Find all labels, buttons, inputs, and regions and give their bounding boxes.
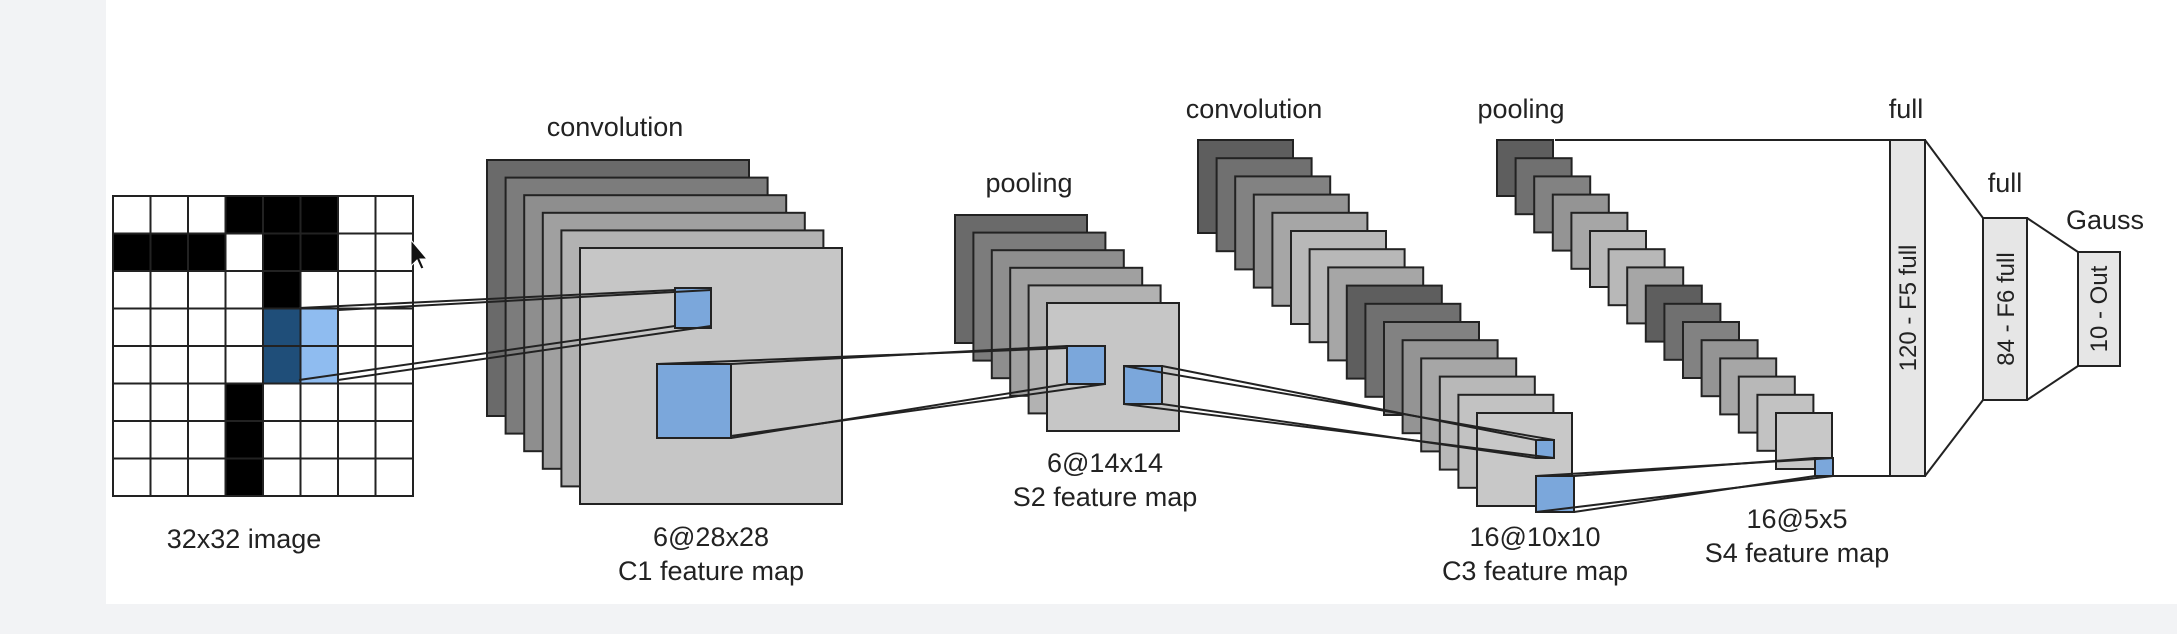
input-grid-cell [337,270,377,310]
input-grid-cell [112,307,152,347]
input-grid-cell [299,232,339,272]
c3-feature-map-stack [1197,139,1573,507]
s4-feature-map-stack [1496,139,1833,470]
s4-caption-size: 16@5x5 [1747,504,1848,534]
f5-layer [1889,139,1926,477]
f6-layer [1982,217,2028,401]
full2-label: full [1988,168,2023,198]
input-grid-cell [187,270,227,310]
input-grid-cell [262,457,302,497]
input-grid-cell [337,420,377,460]
input-grid-cell [187,232,227,272]
input-grid-cell [187,420,227,460]
gauss-label: Gauss [2066,205,2144,235]
c1-caption-size: 6@28x28 [653,522,769,552]
input-grid-cell [374,420,414,460]
input-image-grid [112,195,414,497]
input-grid-cell [374,195,414,235]
input-grid-cell [224,420,264,460]
input-grid-cell [224,457,264,497]
input-grid-cell [374,307,414,347]
mouse-cursor-icon [410,238,429,270]
c3-pool-region [1535,475,1575,513]
full1-label: full [1889,94,1924,124]
c1-caption-name: C1 feature map [618,556,804,586]
input-grid-cell [262,382,302,422]
input-grid-cell [262,307,302,347]
input-grid-cell [149,457,189,497]
input-grid-cell [299,270,339,310]
input-grid-cell [112,457,152,497]
f5-label: 120 - F5 full [1895,245,1922,372]
input-grid-cell [149,307,189,347]
input-grid-cell [112,195,152,235]
input-grid-cell [262,345,302,385]
c3-caption-name: C3 feature map [1442,556,1628,586]
input-grid-cell [187,457,227,497]
input-grid-cell [374,382,414,422]
input-grid-cell [112,382,152,422]
s4-pooled-cell [1814,457,1834,477]
input-grid-cell [299,382,339,422]
conv1-label: convolution [547,112,684,142]
input-grid-cell [149,382,189,422]
input-grid-cell [299,307,339,347]
input-grid-cell [374,457,414,497]
input-grid-cell [337,195,377,235]
input-grid-cell [262,420,302,460]
pool1-label: pooling [985,168,1072,198]
f6-label: 84 - F6 full [1993,252,2020,365]
input-grid-cell [224,307,264,347]
out-label: 10 - Out [2086,265,2113,352]
conv2-label: convolution [1186,94,1323,124]
input-grid-cell [299,420,339,460]
input-grid-cell [149,270,189,310]
c1-receptive-patch [674,287,712,329]
s2-pooled-cell [1066,345,1106,385]
input-grid-cell [149,345,189,385]
input-grid-cell [299,195,339,235]
input-grid-cell [337,307,377,347]
input-grid-cell [149,232,189,272]
input-grid-cell [262,232,302,272]
input-grid-cell [224,232,264,272]
input-grid-cell [299,457,339,497]
input-grid-cell [337,457,377,497]
s2-caption-size: 6@14x14 [1047,448,1163,478]
pool2-label: pooling [1477,94,1564,124]
input-grid-cell [224,382,264,422]
input-grid-cell [112,420,152,460]
input-grid-cell [112,270,152,310]
input-grid-cell [187,307,227,347]
input-grid-cell [374,232,414,272]
input-grid-cell [112,232,152,272]
input-grid-cell [187,345,227,385]
input-grid-cell [262,270,302,310]
input-grid-cell [337,232,377,272]
input-grid-cell [224,195,264,235]
input-grid-cell [112,345,152,385]
bottom-strip [0,604,2177,634]
input-grid-cell [262,195,302,235]
c3-caption-size: 16@10x10 [1469,522,1600,552]
connection-lines [298,139,2079,513]
input-grid-cell [149,195,189,235]
input-grid-cell [224,270,264,310]
input-grid-cell [187,195,227,235]
input-grid-cell [337,382,377,422]
c1-pool-region [656,363,732,439]
input-grid-cell [149,420,189,460]
output-layer [2077,251,2121,367]
s4-caption-name: S4 feature map [1705,538,1890,568]
s2-caption-name: S2 feature map [1013,482,1198,512]
c3-output-cell [1535,439,1555,459]
input-grid-cell [224,345,264,385]
input-grid-cell [187,382,227,422]
input-caption: 32x32 image [167,524,322,554]
